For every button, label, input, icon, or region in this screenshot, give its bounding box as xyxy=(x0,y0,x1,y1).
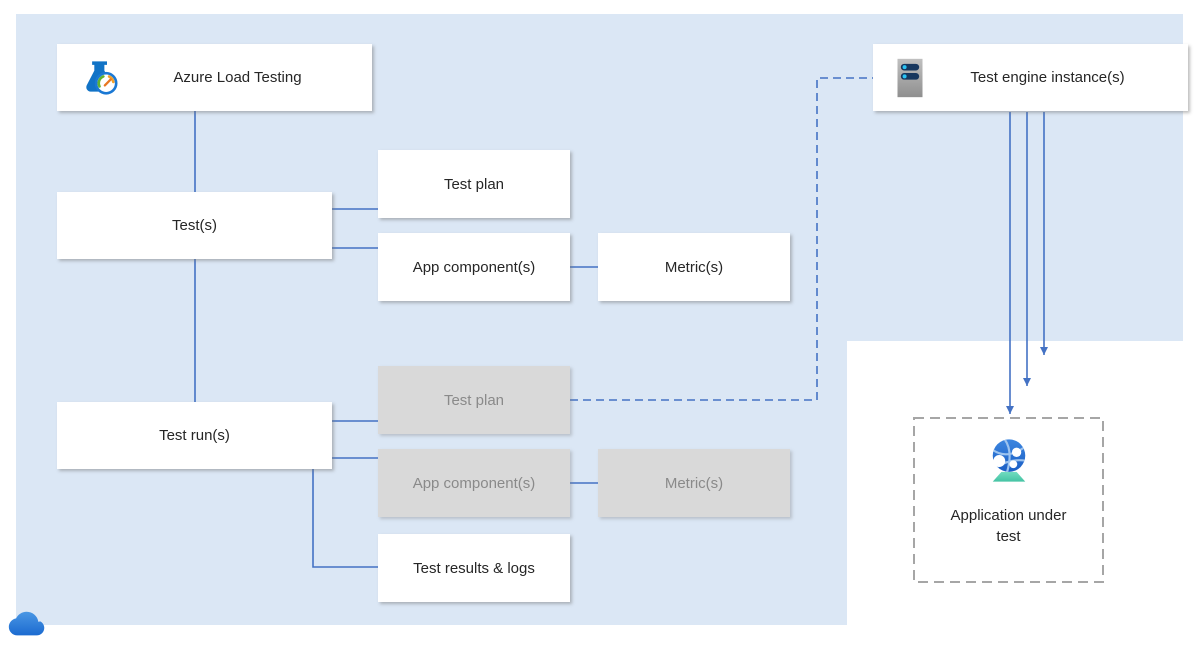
azure-cloud-icon xyxy=(7,609,47,645)
node-application-under-test: Application under test xyxy=(913,417,1104,583)
node-test-plan: Test plan xyxy=(378,150,570,218)
globe-network-icon xyxy=(983,435,1035,493)
server-icon xyxy=(895,57,925,99)
node-label: Metric(s) xyxy=(664,474,724,492)
node-test-results-logs: Test results & logs xyxy=(378,534,570,602)
node-azure-load-testing: Azure Load Testing xyxy=(57,44,372,111)
node-app-components: App component(s) xyxy=(378,233,570,301)
node-run-test-plan: Test plan xyxy=(378,366,570,434)
node-run-metrics: Metric(s) xyxy=(598,449,790,517)
node-label: Test engine instance(s) xyxy=(970,69,1125,86)
node-metrics: Metric(s) xyxy=(598,233,790,301)
node-label: App component(s) xyxy=(412,474,536,492)
node-label: Test plan xyxy=(443,175,505,193)
node-label: Application under test xyxy=(950,507,1067,545)
node-label: Test plan xyxy=(443,391,505,409)
dashed-border xyxy=(913,417,1104,583)
node-label: Azure Load Testing xyxy=(173,69,302,86)
node-label: Metric(s) xyxy=(664,258,724,276)
node-tests: Test(s) xyxy=(57,192,332,259)
background-notch xyxy=(847,341,1183,625)
node-label: Test run(s) xyxy=(159,427,230,444)
node-test-engine-instances: Test engine instance(s) xyxy=(873,44,1188,111)
node-run-app-components: App component(s) xyxy=(378,449,570,517)
node-label: Test results & logs xyxy=(413,559,535,577)
node-label: Test(s) xyxy=(172,217,217,234)
load-testing-flask-gauge-icon xyxy=(79,57,121,99)
node-label: App component(s) xyxy=(412,258,536,276)
node-test-runs: Test run(s) xyxy=(57,402,332,469)
